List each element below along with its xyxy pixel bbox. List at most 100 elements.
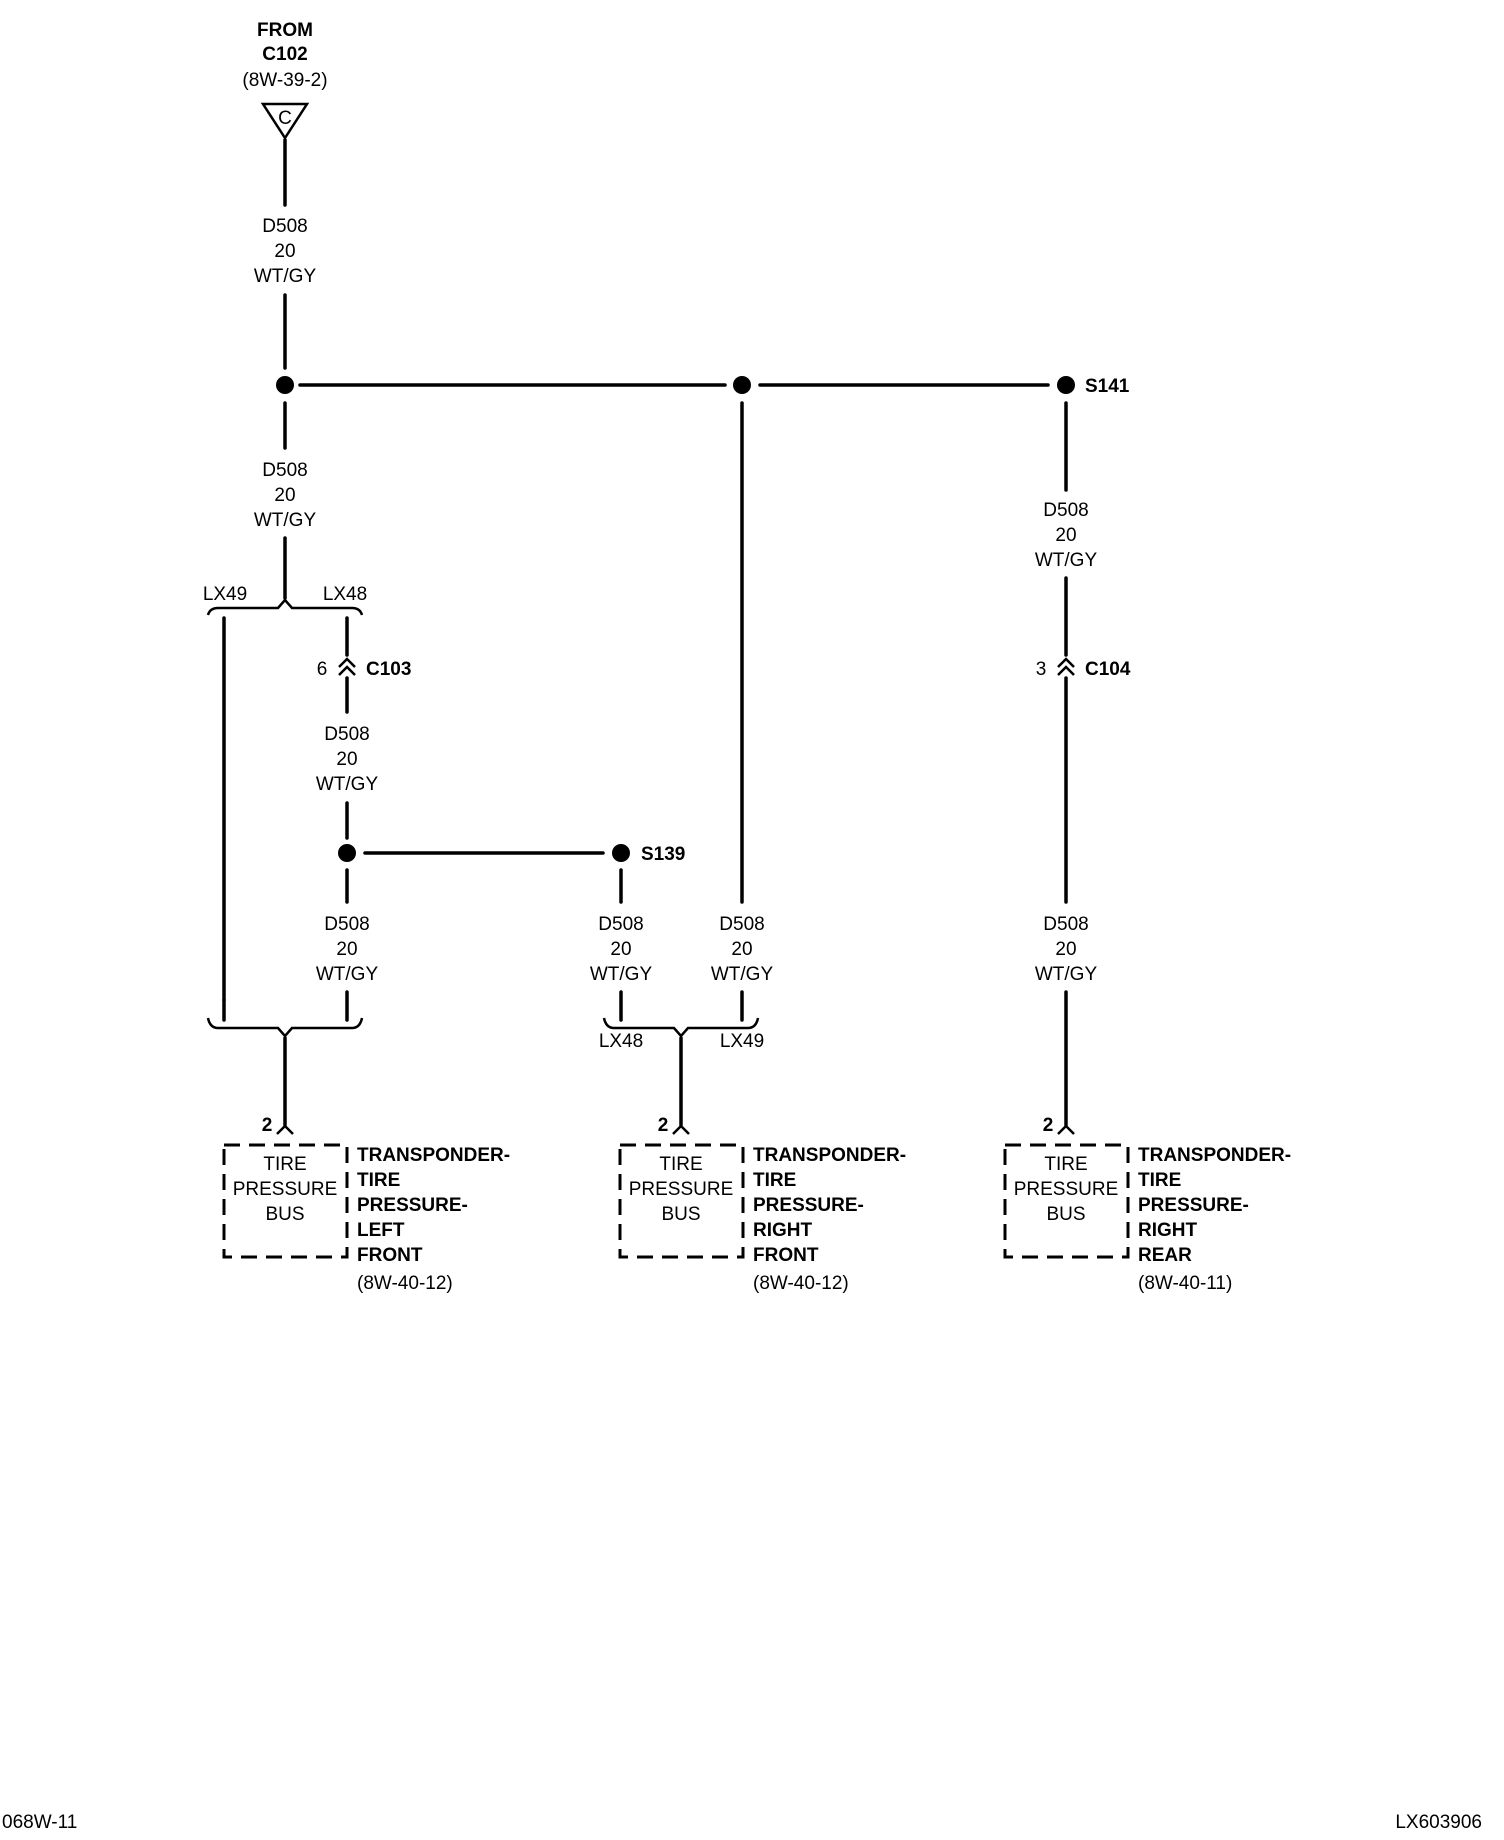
module-page-ref: (8W-40-12) [753, 1273, 849, 1294]
wire-label-2: D508 20 WT/GY [254, 460, 317, 531]
wire-circuit: D508 [324, 914, 369, 935]
module-pin: 2 [658, 1115, 669, 1136]
pin-chevron-icon [276, 1124, 294, 1135]
wire-color: WT/GY [254, 510, 317, 531]
module-name-line: TIRE [357, 1170, 400, 1191]
splice-label-s139: S139 [641, 844, 685, 865]
source-connector-c102: FROM C102 (8W-39-2) C [242, 20, 328, 141]
module-name-line: RIGHT [753, 1220, 813, 1241]
module-name-line: TIRE [753, 1170, 796, 1191]
variant-label-lx48: LX48 [599, 1031, 643, 1052]
splice-dot-s141 [1057, 376, 1075, 394]
variant-split-top: LX49 LX48 [203, 584, 367, 616]
module-name-line: PRESSURE- [753, 1195, 864, 1216]
connector-label-c103: C103 [366, 659, 411, 680]
source-page-ref: (8W-39-2) [242, 70, 327, 91]
variant-label-lx48: LX48 [323, 584, 367, 605]
module-inner-label: TIRE [1044, 1154, 1087, 1175]
connector-c103: 6 C103 [317, 657, 411, 680]
wire-label-5: D508 20 WT/GY [590, 914, 653, 985]
module-name-line: RIGHT [1138, 1220, 1198, 1241]
wire-gauge: 20 [610, 939, 631, 960]
module-transponder-left-front: 2 TIRE PRESSURE BUS TRANSPONDER- TIRE PR… [222, 1115, 510, 1294]
module-inner-label: BUS [265, 1204, 304, 1225]
connector-chevron-icon [338, 657, 356, 676]
module-inner-label: TIRE [659, 1154, 702, 1175]
connector-c104: 3 C104 [1036, 657, 1131, 680]
pin-chevron-icon [672, 1124, 690, 1135]
from-label: FROM [257, 20, 313, 41]
merge-brace-left [206, 1017, 364, 1038]
splice-dot [276, 376, 294, 394]
wire-color: WT/GY [316, 964, 379, 985]
module-pin: 2 [262, 1115, 273, 1136]
variant-label-lx49: LX49 [720, 1031, 764, 1052]
module-name-line: REAR [1138, 1245, 1192, 1266]
module-page-ref: (8W-40-12) [357, 1273, 453, 1294]
module-inner-label: PRESSURE [233, 1179, 338, 1200]
module-name-line: FRONT [357, 1245, 423, 1266]
wire-gauge: 20 [731, 939, 752, 960]
wire-label-4: D508 20 WT/GY [316, 914, 379, 985]
wire-gauge: 20 [274, 241, 295, 262]
module-name-line: TRANSPONDER- [357, 1145, 510, 1166]
merge-brace-middle [602, 1017, 760, 1038]
wire-gauge: 20 [336, 939, 357, 960]
wire-color: WT/GY [316, 774, 379, 795]
variant-label-lx49: LX49 [203, 584, 247, 605]
module-inner-label: PRESSURE [629, 1179, 734, 1200]
module-name-line: LEFT [357, 1220, 405, 1241]
connector-pin-c103: 6 [317, 659, 328, 680]
connector-label-c104: C104 [1085, 659, 1131, 680]
variant-merge-middle: LX48 LX49 [599, 1017, 764, 1052]
wire-label-6: D508 20 WT/GY [711, 914, 774, 985]
module-pin: 2 [1043, 1115, 1054, 1136]
module-dashed-box [1003, 1143, 1130, 1259]
module-page-ref: (8W-40-11) [1138, 1273, 1232, 1294]
module-inner-label: BUS [661, 1204, 700, 1225]
wire-label-7: D508 20 WT/GY [1035, 500, 1098, 571]
connector-pin-c104: 3 [1036, 659, 1047, 680]
wire-label-3: D508 20 WT/GY [316, 724, 379, 795]
wire-gauge: 20 [274, 485, 295, 506]
wire-color: WT/GY [1035, 964, 1098, 985]
wire-color: WT/GY [711, 964, 774, 985]
wire-color: WT/GY [590, 964, 653, 985]
module-inner-label: TIRE [263, 1154, 306, 1175]
module-name-line: PRESSURE- [357, 1195, 468, 1216]
footer-right-code: LX603906 [1395, 1812, 1482, 1833]
module-inner-label: PRESSURE [1014, 1179, 1119, 1200]
splice-dot [338, 844, 356, 862]
module-inner-label: BUS [1046, 1204, 1085, 1225]
source-connector-label: C102 [262, 44, 307, 65]
splice-label-s141: S141 [1085, 376, 1130, 397]
wire-label-8: D508 20 WT/GY [1035, 914, 1098, 985]
module-dashed-box [222, 1143, 349, 1259]
module-name-line: TRANSPONDER- [753, 1145, 906, 1166]
connector-chevron-icon [1057, 657, 1075, 676]
splice-dot [733, 376, 751, 394]
footer-left-code: 068W-11 [2, 1812, 77, 1833]
wire-circuit: D508 [324, 724, 369, 745]
module-dashed-box [618, 1143, 745, 1259]
split-brace [206, 598, 364, 616]
wire-circuit: D508 [598, 914, 643, 935]
wire-label-1: D508 20 WT/GY [254, 216, 317, 287]
module-name-line: TRANSPONDER- [1138, 1145, 1291, 1166]
wire-circuit: D508 [1043, 914, 1088, 935]
wire-gauge: 20 [1055, 525, 1076, 546]
module-name-line: TIRE [1138, 1170, 1181, 1191]
wire-circuit: D508 [719, 914, 764, 935]
splice-dot-s139 [612, 844, 630, 862]
source-terminal-letter: C [278, 108, 292, 129]
module-name-line: PRESSURE- [1138, 1195, 1249, 1216]
pin-chevron-icon [1057, 1124, 1075, 1135]
wire-circuit: D508 [262, 460, 307, 481]
module-name-line: FRONT [753, 1245, 819, 1266]
wire-circuit: D508 [1043, 500, 1088, 521]
wire-color: WT/GY [254, 266, 317, 287]
module-transponder-right-rear: 2 TIRE PRESSURE BUS TRANSPONDER- TIRE PR… [1003, 1115, 1291, 1294]
wire-gauge: 20 [1055, 939, 1076, 960]
source-terminal-triangle-icon [260, 102, 310, 141]
